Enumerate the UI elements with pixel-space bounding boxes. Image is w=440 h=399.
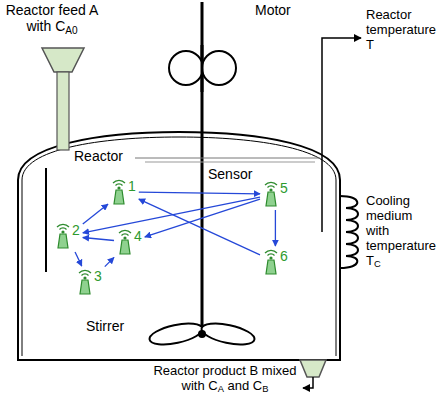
- sensor-node: 6: [262, 248, 289, 276]
- data-link: [83, 237, 114, 240]
- callout-number: 6: [280, 249, 288, 263]
- text-label: Reactor temperature T: [366, 8, 438, 53]
- callout-number: 3: [94, 269, 102, 283]
- text-label: Motor: [255, 2, 315, 18]
- sensor-icon: [111, 179, 127, 205]
- feed-inlet: [45, 168, 47, 272]
- stirrer-blade: [200, 320, 257, 349]
- text-label: Reactor: [74, 148, 134, 164]
- text-label: Stirrer: [86, 318, 142, 334]
- text-label: Sensor: [208, 166, 260, 182]
- sensor-node: 1: [110, 178, 137, 206]
- sensor-icon: [263, 249, 279, 275]
- data-link: [75, 252, 82, 266]
- callout-number: 4: [134, 229, 142, 243]
- stirrer-blade: [148, 320, 205, 349]
- callout-number: 5: [280, 181, 288, 195]
- feed-funnel: [42, 48, 84, 72]
- sensor-icon: [55, 223, 71, 249]
- sensor-icon: [263, 181, 279, 207]
- text-label: Reactor product B mixed with CA and CB: [150, 364, 300, 394]
- temperature-probe: [322, 38, 361, 232]
- data-link: [139, 192, 260, 194]
- motor-wheel: [202, 51, 236, 85]
- outlet-arrow: [303, 377, 313, 388]
- stirrer-hub: [198, 330, 206, 338]
- motor-wheel: [169, 51, 203, 85]
- feed-pipe: [57, 72, 69, 150]
- outlet-funnel: [300, 360, 326, 377]
- data-link: [145, 199, 260, 237]
- data-link: [139, 199, 260, 255]
- data-link: [83, 204, 108, 224]
- data-link: [275, 210, 276, 246]
- sensor-icon: [117, 229, 133, 255]
- sensor-node: 4: [116, 228, 143, 256]
- text-label: Cooling medium with temperature TC: [366, 194, 438, 269]
- sensor-icon: [77, 269, 93, 295]
- shaft: [201, 2, 204, 333]
- text-label: Reactor feed A with CA0: [2, 2, 102, 34]
- liquid-surface: [145, 162, 315, 163]
- sensor-node: 2: [54, 222, 81, 250]
- sensor-node: 3: [76, 268, 103, 296]
- vessel-outline: [18, 132, 340, 360]
- cooling-coil: [340, 196, 358, 268]
- data-link: [105, 257, 114, 266]
- liquid-surface: [135, 158, 320, 159]
- callout-number: 1: [128, 179, 136, 193]
- sensor-node: 5: [262, 180, 289, 208]
- callout-number: 2: [72, 223, 80, 237]
